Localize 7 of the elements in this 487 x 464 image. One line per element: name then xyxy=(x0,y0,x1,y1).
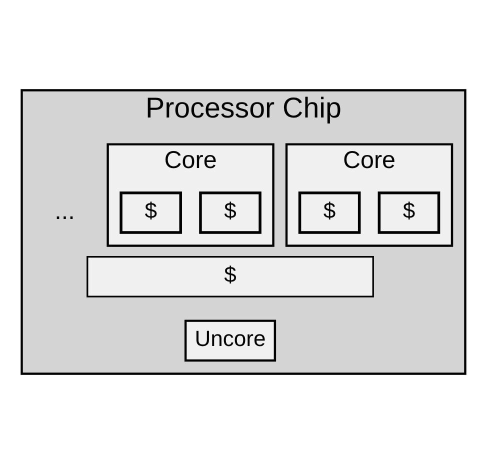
node-box: $ xyxy=(86,256,374,298)
node-box: Uncore xyxy=(184,320,276,362)
node-box: $ xyxy=(378,191,440,234)
node-box: $ xyxy=(120,191,182,234)
label: ... xyxy=(54,198,75,225)
node-box: $ xyxy=(199,191,262,234)
node-box: $ xyxy=(298,191,361,234)
